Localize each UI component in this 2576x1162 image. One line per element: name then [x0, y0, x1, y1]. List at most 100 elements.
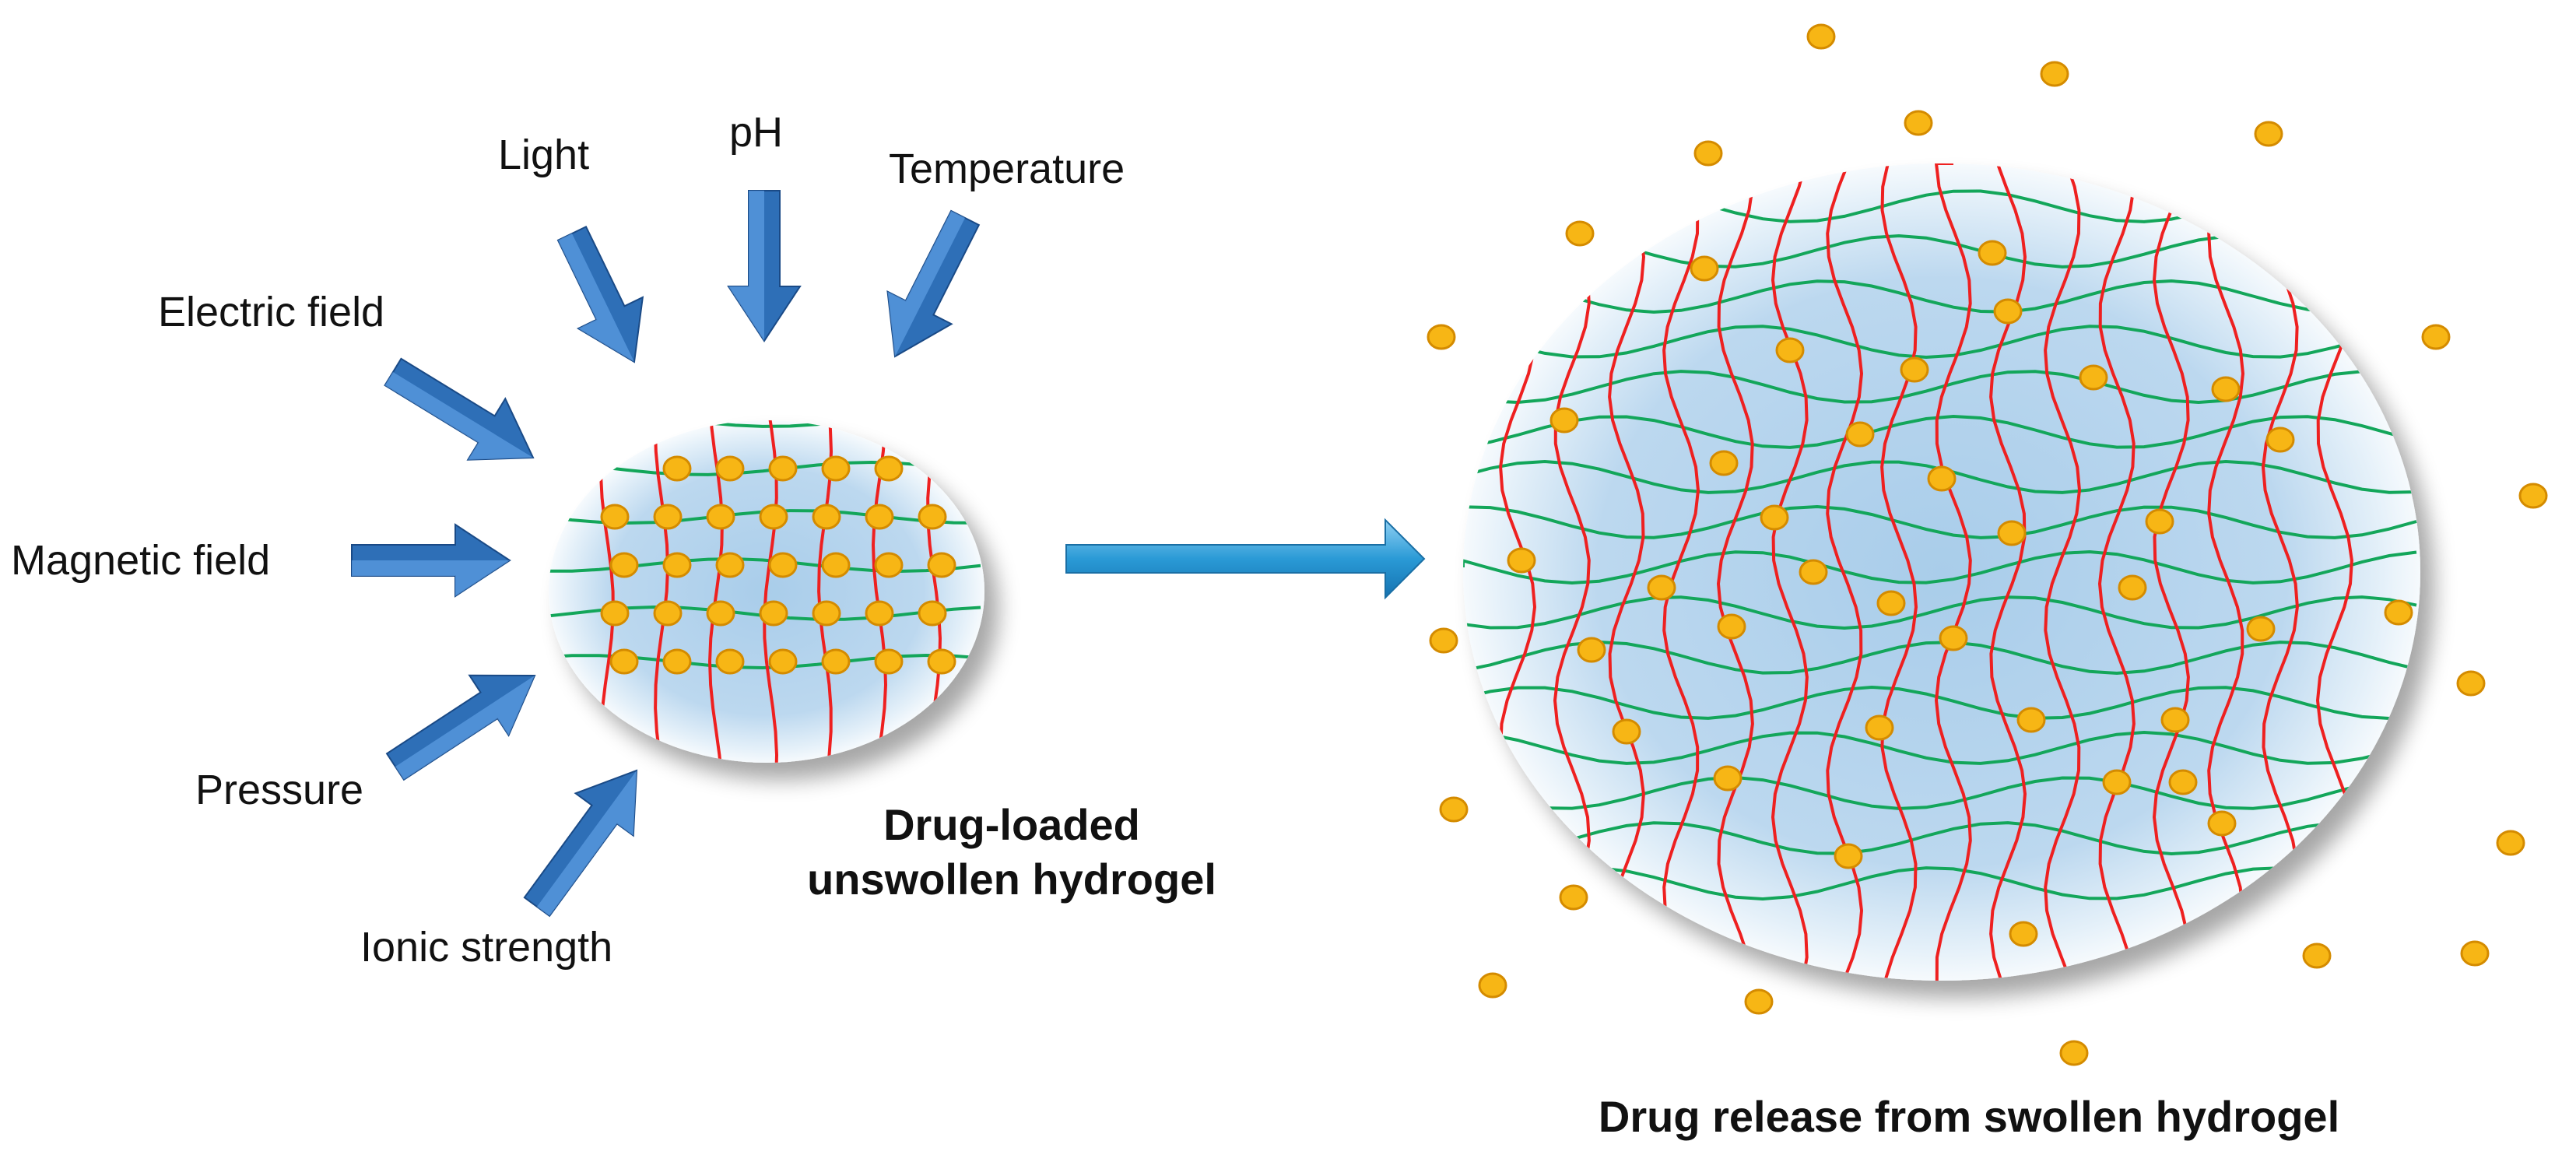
crosslinker-chain [2044, 163, 2082, 981]
drug-particle [759, 600, 788, 627]
drug-particle [1744, 988, 1774, 1015]
drug-particle [653, 600, 683, 627]
crosslinker-chain [1662, 163, 1700, 981]
caption-unswollen: Drug-loaded unswollen hydrogel [786, 798, 1237, 907]
drug-particle [1834, 843, 1863, 869]
drug-particle [1429, 627, 1458, 654]
drug-particle [1690, 255, 1719, 282]
polymer-chain [549, 509, 981, 525]
drug-particle [1713, 765, 1742, 792]
swollen-hydrogel-sphere [1463, 163, 2420, 981]
drug-particle [759, 504, 788, 530]
drug-particle [1978, 240, 2007, 266]
drug-particle [706, 504, 735, 530]
drug-particle [662, 648, 692, 675]
drug-particle [1565, 220, 1595, 247]
drug-particle [1900, 356, 1929, 383]
drug-particle [1549, 407, 1579, 434]
caption-unswollen-line2: unswollen hydrogel [807, 855, 1216, 904]
drug-particle [1799, 559, 1828, 585]
polymer-chain [549, 605, 981, 621]
drug-particle [1559, 884, 1588, 911]
drug-particle [2302, 943, 2332, 969]
swollen-polymer-network [1463, 163, 2417, 981]
drug-particle [2460, 940, 2490, 967]
arrow-temperature [886, 209, 981, 358]
drug-particle [1993, 298, 2023, 325]
drug-particle [1806, 23, 1836, 50]
crosslinker-chain [1607, 163, 1646, 981]
polymer-chain [1463, 821, 2417, 856]
drug-particle [2145, 508, 2174, 535]
drug-particle [1865, 714, 1894, 741]
drug-particle [1939, 625, 1968, 651]
crosslinker-chain [1880, 163, 1918, 981]
polymer-chain [1463, 685, 2417, 721]
drug-particle [609, 648, 639, 675]
released-drug-particles [1427, 23, 2548, 1066]
crosslinker-chain [2097, 163, 2136, 981]
stimulus-arrows [351, 190, 981, 918]
label-light: Light [498, 132, 590, 178]
crosslinker-chain [2152, 163, 2190, 981]
crosslinker-chain [707, 420, 724, 763]
drug-particle [2246, 616, 2276, 642]
drug-particle [1709, 450, 1739, 476]
drug-particle [2016, 707, 2046, 733]
drug-particle [768, 455, 798, 482]
drug-particle [1647, 574, 1676, 601]
crosslinker-chain [763, 420, 779, 763]
polymer-chain [1463, 370, 2417, 405]
unswollen-hydrogel [549, 420, 984, 763]
drug-particle [1693, 140, 1723, 167]
drug-particle [768, 552, 798, 578]
crosslinker-chain [1716, 163, 1754, 981]
drug-particle [715, 552, 745, 578]
polymer-chain [549, 420, 981, 428]
caption-unswollen-line1: Drug-loaded [883, 800, 1140, 849]
drug-particle [706, 600, 735, 627]
drug-particle [1775, 337, 1805, 363]
drug-particle [1927, 465, 1957, 492]
drug-particle [812, 600, 841, 627]
drug-particle [2040, 61, 2069, 87]
drug-particle [2496, 830, 2525, 856]
drug-particle [2168, 769, 2198, 795]
drug-particle [662, 455, 692, 482]
drug-particle [812, 504, 841, 530]
label-electric-field: Electric field [158, 289, 385, 335]
drug-particle [1997, 520, 2027, 546]
drug-particle [2079, 364, 2108, 391]
drug-particle [874, 648, 904, 675]
arrow-ionic-strength [523, 769, 638, 918]
unswollen-drug-particles [600, 455, 956, 675]
drug-particle [2456, 670, 2486, 697]
crosslinker-chain [871, 420, 888, 763]
label-ionic-strength: Ionic strength [360, 924, 613, 971]
drug-particle [918, 504, 947, 530]
drug-particle [2211, 376, 2241, 402]
polymer-chain [1463, 730, 2417, 765]
crosslinker-chain [817, 420, 834, 763]
drug-particle [918, 600, 947, 627]
drug-particle [865, 600, 894, 627]
drug-particle [1478, 972, 1507, 999]
crosslinker-chain [1934, 163, 1972, 981]
drug-particle [2384, 599, 2413, 626]
crosslinker-chain [653, 420, 670, 763]
drug-particle [874, 455, 904, 482]
polymer-chain [1463, 549, 2417, 585]
polymer-chain [1463, 325, 2417, 360]
arrow-pressure [385, 674, 536, 781]
drug-particle [865, 504, 894, 530]
drug-particle [927, 648, 956, 675]
drug-particle [1904, 110, 1933, 136]
polymer-chain [1463, 279, 2417, 314]
arrow-ph [727, 190, 802, 342]
swelling-transition-arrow [1065, 518, 1426, 600]
crosslinker-chain [1989, 163, 2027, 981]
drug-particle [1439, 796, 1469, 823]
drug-particle [715, 648, 745, 675]
drug-particle [821, 648, 851, 675]
drug-particle [768, 648, 798, 675]
